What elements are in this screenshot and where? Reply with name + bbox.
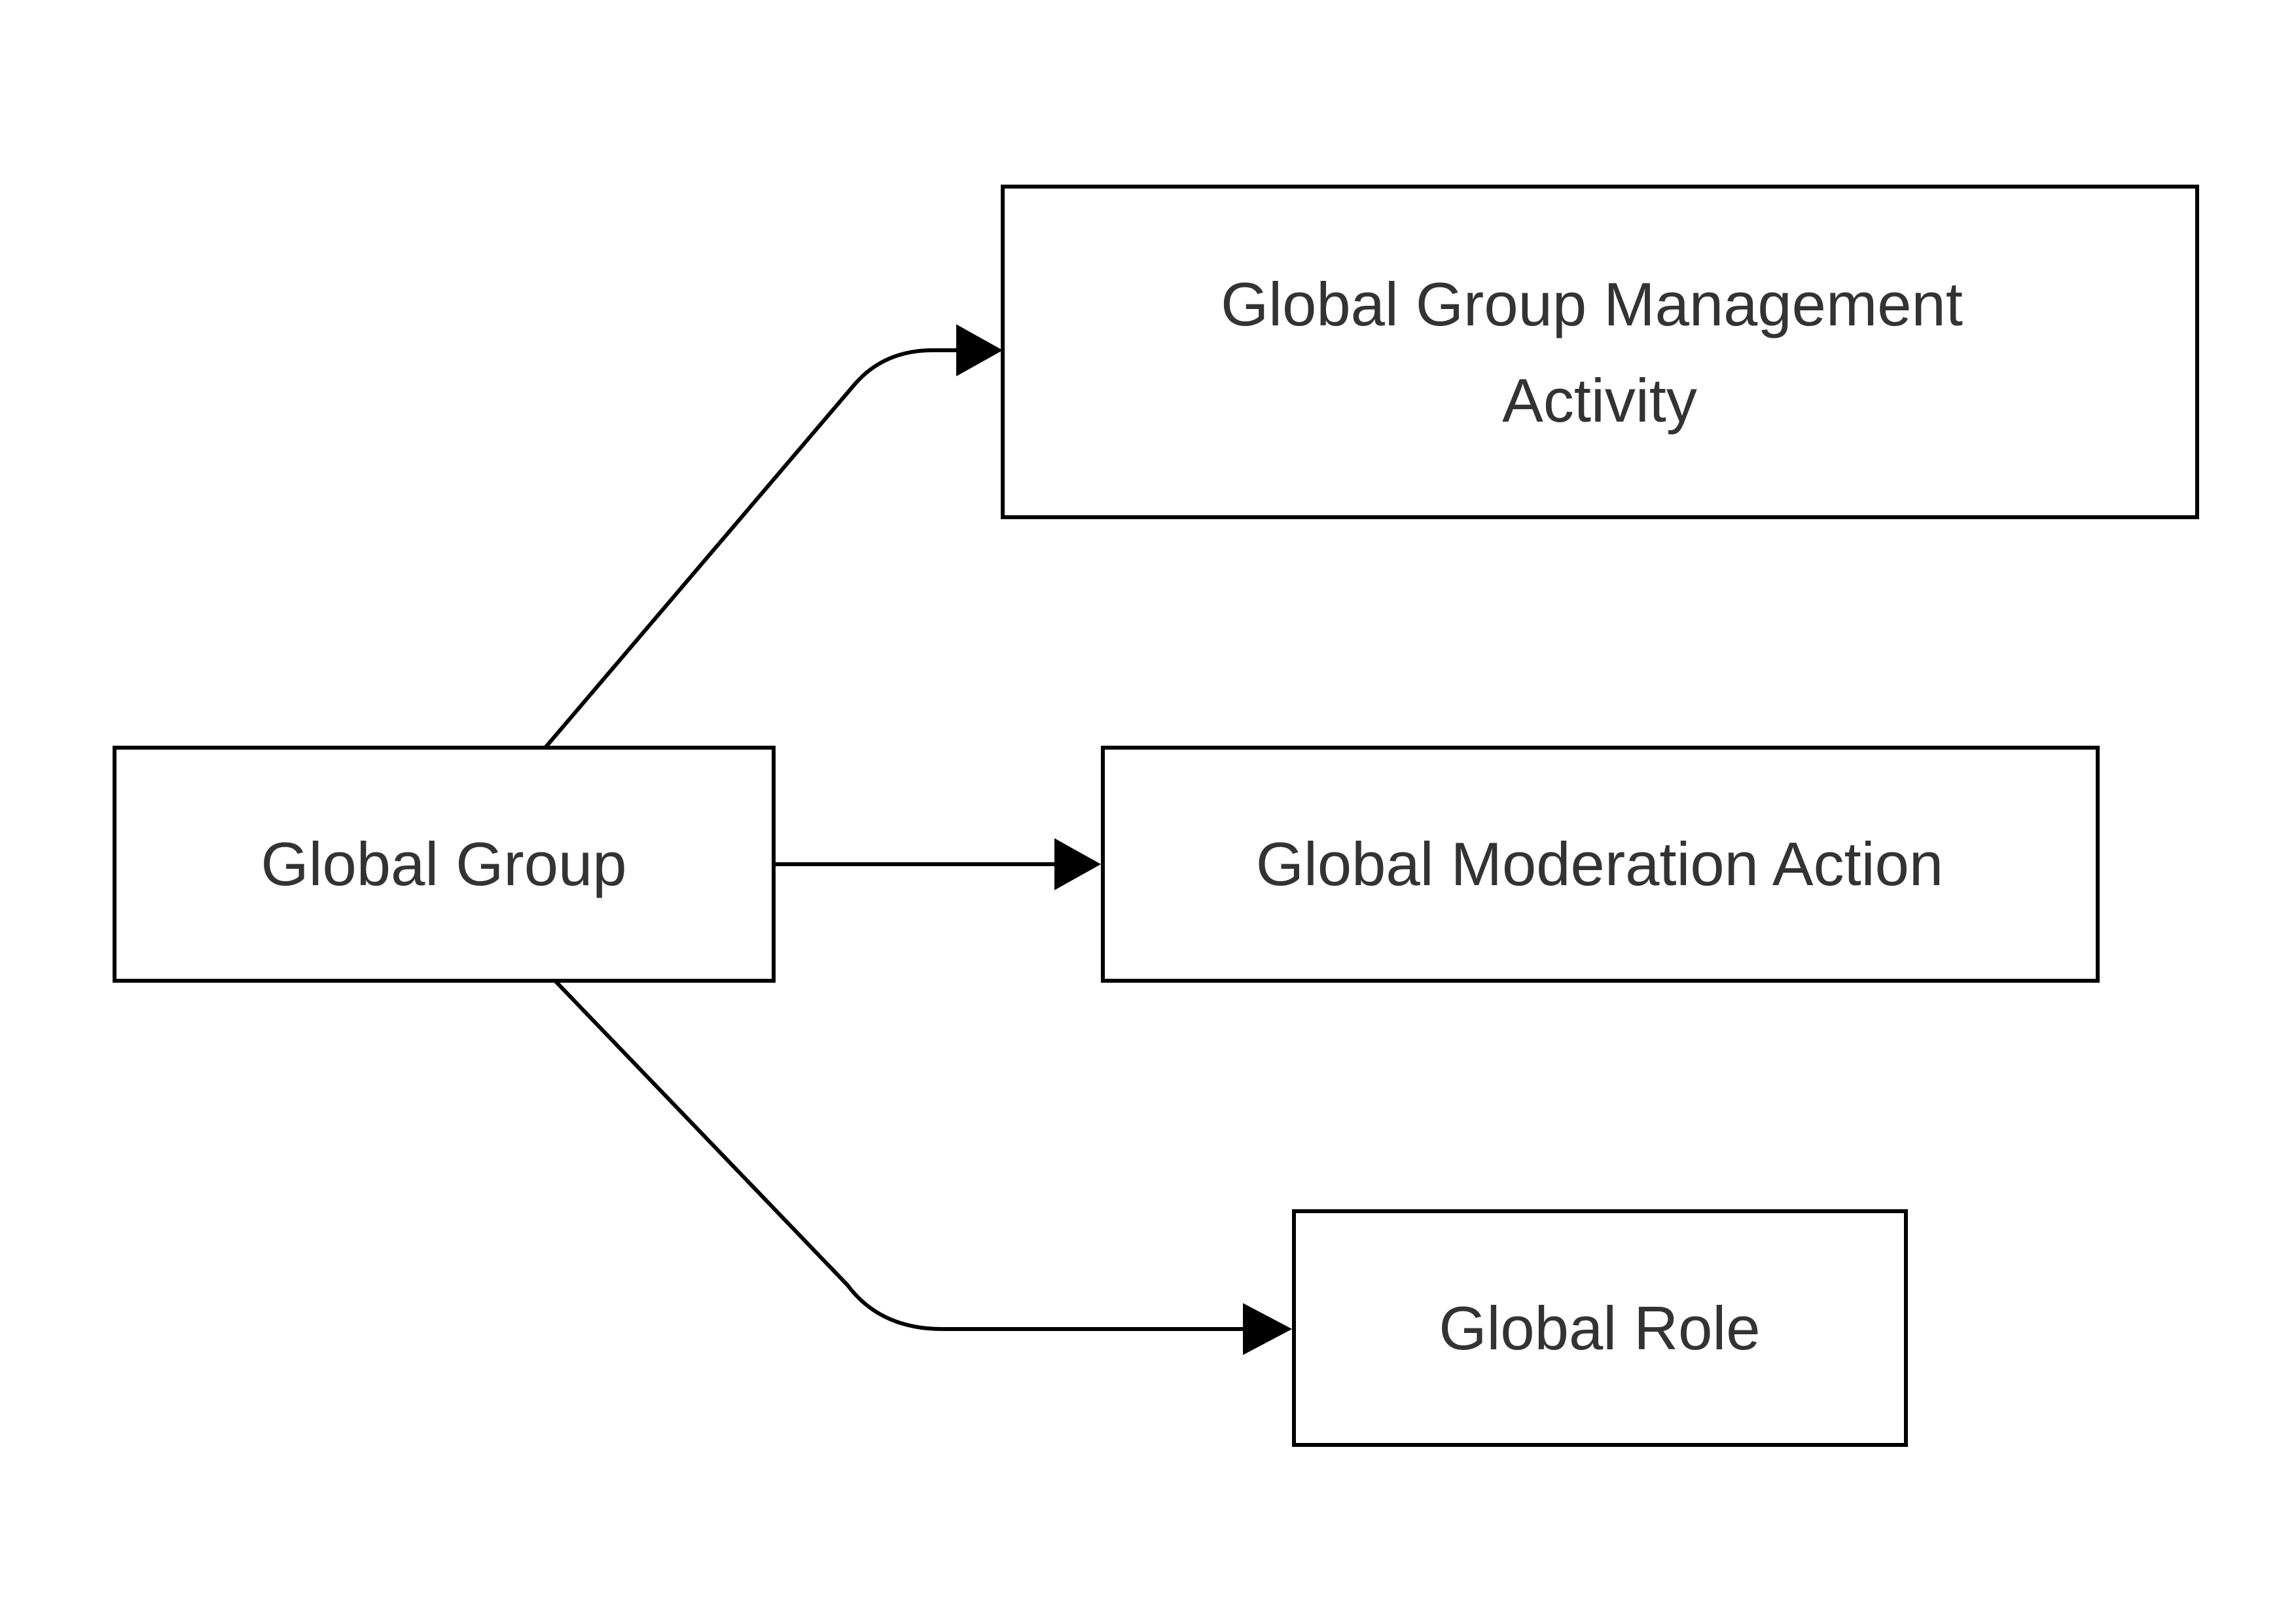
node-label-global-role: Global Role (1439, 1294, 1760, 1362)
edge-global-group-to-management-activity (543, 324, 1003, 749)
node-label-management-activity-line2: Activity (1502, 366, 1697, 435)
node-box (1292, 1209, 1908, 1447)
arrow-head (1243, 1303, 1293, 1355)
arrow-head (1054, 838, 1102, 890)
node-box (113, 746, 776, 983)
node-global-group-management-activity[interactable]: Global Group Management Activity (1001, 185, 2199, 519)
arrow-head (956, 324, 1003, 376)
edge-global-group-to-moderation-action (774, 838, 1102, 890)
node-box (1101, 746, 2100, 983)
node-label-moderation-action: Global Moderation Action (1256, 830, 1943, 898)
edge-line (553, 979, 1244, 1331)
node-global-moderation-action[interactable]: Global Moderation Action (1101, 746, 2100, 983)
node-label-management-activity-line1: Global Group Management (1221, 270, 1963, 338)
node-box (1001, 185, 2199, 519)
node-global-group[interactable]: Global Group (113, 746, 776, 983)
node-label-global-group: Global Group (260, 830, 626, 898)
edge-global-group-to-global-role (553, 979, 1293, 1355)
edge-line (543, 348, 957, 749)
node-global-role[interactable]: Global Role (1292, 1209, 1908, 1447)
